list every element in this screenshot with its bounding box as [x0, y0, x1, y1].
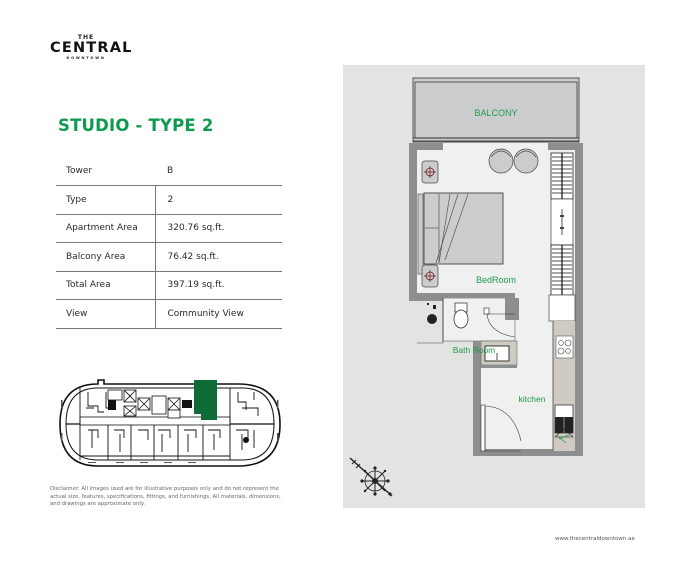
spec-label: Apartment Area	[56, 214, 156, 243]
spec-value: Community View	[167, 308, 244, 319]
floor-plan-panel: BALCONY	[343, 65, 645, 508]
logo-the: THE	[77, 34, 95, 41]
spec-row-apartment-area: Apartment Area 320.76 sq.ft.	[56, 214, 282, 243]
disclaimer-text: Disclaimer: All images used are for illu…	[50, 486, 281, 507]
logo-downtown: DOWNTOWN	[66, 56, 106, 60]
unit-spec-table: Tower B Type 2 Apartment Area 320.76 sq.…	[56, 157, 282, 329]
brand-logo: THE CENTRAL DOWNTOWN	[50, 34, 133, 61]
logo-central: CENTRAL	[50, 40, 133, 56]
spec-value: 397.19 sq.ft.	[167, 280, 225, 291]
building-keyplan-icon	[59, 379, 281, 467]
spec-value: 2	[167, 194, 174, 205]
spec-label: View	[56, 299, 156, 328]
spec-label: Total Area	[56, 271, 156, 300]
kitchen-label: kitchen	[519, 394, 546, 404]
website-url: www.thecentraldowntown.ae	[555, 536, 635, 542]
spec-row-tower: Tower B	[56, 157, 282, 186]
bedroom-label: BedRoom	[476, 275, 516, 285]
spec-row-balcony-area: Balcony Area 76.42 sq.ft.	[56, 242, 282, 271]
balcony-label: BALCONY	[474, 108, 517, 118]
spec-row-type: Type 2	[56, 185, 282, 214]
spec-label: Type	[56, 185, 156, 214]
building-keyplan	[58, 378, 284, 470]
balcony-area: BALCONY	[412, 77, 580, 143]
north-compass-icon	[349, 457, 393, 497]
spec-label: Balcony Area	[56, 242, 156, 271]
spec-row-total-area: Total Area 397.19 sq.ft.	[56, 271, 282, 300]
bathroom-label: Bath Room	[453, 345, 496, 355]
spec-value: 76.42 sq.ft.	[167, 251, 219, 262]
spec-value: 320.76 sq.ft.	[167, 223, 225, 234]
bed	[417, 192, 504, 275]
spec-row-view: View Community View	[56, 299, 282, 328]
floor-plan-drawing: BALCONY	[409, 77, 583, 461]
spec-label: Tower	[66, 166, 93, 176]
unit-title: STUDIO - TYPE 2	[58, 116, 214, 135]
spec-value: B	[167, 166, 174, 176]
